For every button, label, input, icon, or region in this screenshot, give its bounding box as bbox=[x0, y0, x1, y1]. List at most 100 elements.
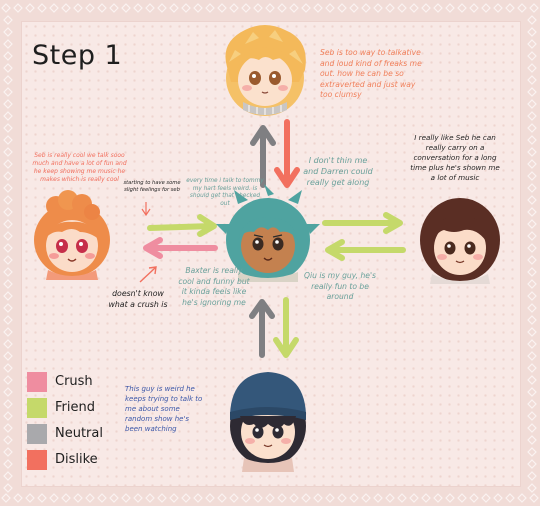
border-diamond bbox=[3, 171, 13, 181]
note-baxter: Baxter is really cool and funny but it k… bbox=[178, 266, 250, 307]
border-diamond bbox=[433, 3, 443, 13]
border-diamond bbox=[385, 3, 395, 13]
border-diamond bbox=[265, 3, 275, 13]
note-bottom: This guy is weird he keeps trying to tal… bbox=[125, 385, 203, 433]
border-diamond bbox=[527, 375, 537, 385]
legend-swatch-neutral bbox=[27, 424, 47, 444]
note-dont-thin: I don't thin me and Darren could really … bbox=[303, 156, 373, 187]
border-diamond bbox=[253, 3, 263, 13]
border-diamond bbox=[3, 483, 13, 493]
border-diamond bbox=[181, 493, 191, 503]
border-diamond bbox=[409, 3, 419, 13]
border-diamond bbox=[25, 493, 35, 503]
border-diamond bbox=[3, 411, 13, 421]
border-diamond bbox=[121, 3, 131, 13]
border-diamond bbox=[529, 493, 539, 503]
border-diamond bbox=[3, 447, 13, 457]
arrow-neutral-up-bottom bbox=[249, 299, 275, 358]
border-diamond bbox=[397, 3, 407, 13]
border-diamond bbox=[49, 493, 59, 503]
note-doesnt-know: doesn't know what a crush is bbox=[108, 289, 168, 309]
border-diamond bbox=[337, 3, 347, 13]
border-diamond bbox=[3, 15, 13, 25]
border-diamond bbox=[289, 493, 299, 503]
border-diamond bbox=[527, 147, 537, 157]
border-diamond bbox=[527, 171, 537, 181]
border-diamond bbox=[97, 493, 107, 503]
border-diamond bbox=[181, 3, 191, 13]
legend-label-dislike: Dislike bbox=[55, 452, 98, 467]
character-center-teal bbox=[216, 184, 320, 282]
border-diamond bbox=[289, 3, 299, 13]
border-diamond bbox=[385, 493, 395, 503]
border-diamond bbox=[3, 39, 13, 49]
border-diamond bbox=[397, 493, 407, 503]
border-diamond bbox=[313, 493, 323, 503]
border-diamond bbox=[517, 3, 527, 13]
border-diamond bbox=[325, 3, 335, 13]
border-diamond bbox=[13, 493, 23, 503]
border-diamond bbox=[3, 459, 13, 469]
border-diamond bbox=[527, 195, 537, 205]
border-diamond bbox=[527, 207, 537, 217]
character-left-orange bbox=[34, 190, 110, 280]
border-diamond bbox=[3, 51, 13, 61]
border-diamond bbox=[277, 493, 287, 503]
border-diamond bbox=[527, 387, 537, 397]
border-diamond bbox=[409, 493, 419, 503]
border-diamond bbox=[157, 3, 167, 13]
border-diamond bbox=[445, 3, 455, 13]
border-diamond bbox=[1, 493, 11, 503]
border-diamond bbox=[241, 3, 251, 13]
border-diamond bbox=[337, 493, 347, 503]
note-seb-top: Seb is too way to talkative and loud kin… bbox=[320, 48, 422, 99]
border-diamond bbox=[527, 483, 537, 493]
border-diamond bbox=[3, 315, 13, 325]
border-diamond bbox=[3, 267, 13, 277]
border-diamond bbox=[527, 447, 537, 457]
page-title: Step 1 bbox=[32, 40, 123, 71]
border-diamond bbox=[527, 111, 537, 121]
border-diamond bbox=[527, 423, 537, 433]
arrow-neutral-up-top bbox=[250, 125, 276, 188]
border-diamond bbox=[85, 493, 95, 503]
border-diamond bbox=[527, 63, 537, 73]
arrow-friend-right-to-center bbox=[325, 239, 406, 261]
border-diamond bbox=[527, 303, 537, 313]
border-diamond bbox=[505, 493, 515, 503]
border-diamond bbox=[49, 3, 59, 13]
border-diamond bbox=[527, 231, 537, 241]
border-diamond bbox=[349, 3, 359, 13]
arrow-friend-down-bottom bbox=[273, 297, 299, 358]
border-diamond bbox=[109, 3, 119, 13]
border-diamond bbox=[145, 493, 155, 503]
border-diamond bbox=[37, 493, 47, 503]
border-diamond bbox=[469, 493, 479, 503]
border-diamond bbox=[469, 3, 479, 13]
border-diamond bbox=[457, 493, 467, 503]
arrow-crush-center-to-left bbox=[143, 237, 218, 259]
border-diamond bbox=[3, 231, 13, 241]
legend-swatch-dislike bbox=[27, 450, 47, 470]
border-diamond bbox=[445, 493, 455, 503]
border-diamond bbox=[527, 159, 537, 169]
small-arrow-doesnt-know bbox=[139, 266, 157, 283]
border-diamond bbox=[527, 315, 537, 325]
border-diamond bbox=[3, 399, 13, 409]
border-diamond bbox=[527, 267, 537, 277]
border-diamond bbox=[361, 3, 371, 13]
border-diamond bbox=[527, 327, 537, 337]
arrow-dislike-down bbox=[274, 119, 300, 188]
border-diamond bbox=[193, 3, 203, 13]
border-diamond bbox=[85, 3, 95, 13]
border-diamond bbox=[169, 3, 179, 13]
border-diamond bbox=[527, 39, 537, 49]
arrow-friend-center-to-right bbox=[322, 212, 403, 234]
border-diamond bbox=[3, 351, 13, 361]
border-diamond bbox=[527, 15, 537, 25]
border-diamond bbox=[493, 493, 503, 503]
border-diamond bbox=[3, 123, 13, 133]
